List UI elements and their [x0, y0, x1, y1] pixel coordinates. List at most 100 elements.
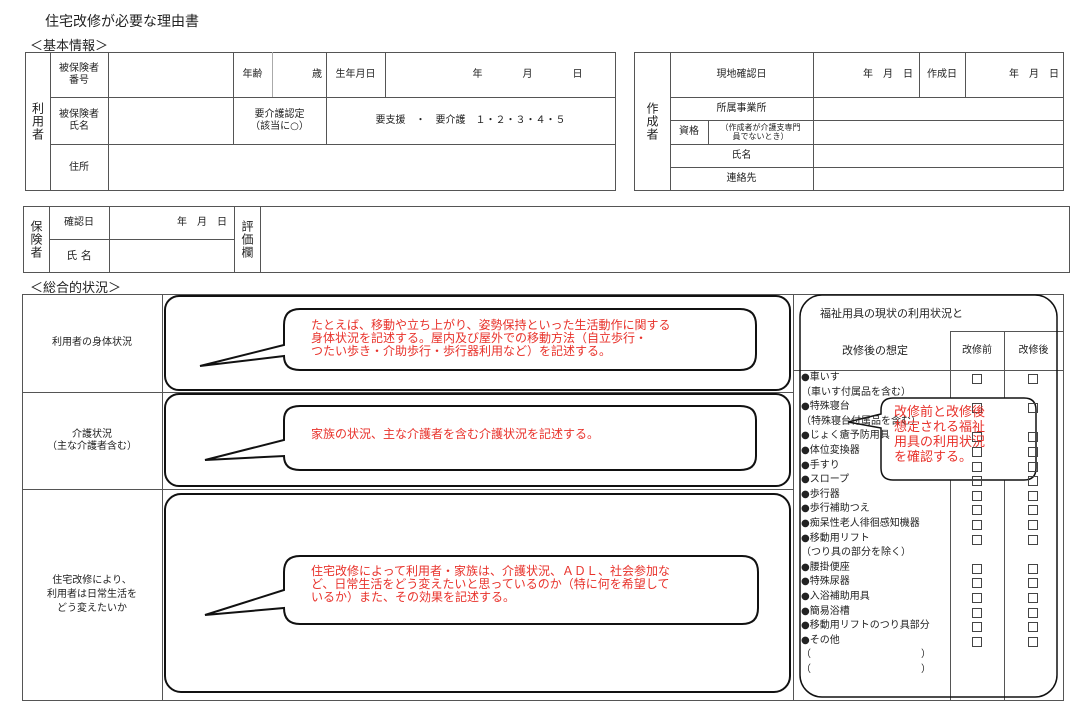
after-checkbox[interactable] — [1028, 520, 1038, 530]
address-label: 住所 — [69, 161, 89, 173]
after-checkbox[interactable] — [1028, 578, 1038, 589]
equipment-item-label: （特殊寝台付属品を含む） — [801, 415, 921, 427]
physical-callout-text: たとえば、移動や立ち上がり、姿勢保持といった生活動作に関する 身体状況を記述する… — [311, 318, 671, 358]
goals-input-frame — [164, 493, 791, 693]
equipment-subheading: 改修後の想定 — [842, 343, 908, 357]
overall-heading: ＜総合的状況＞ — [30, 281, 122, 296]
office-label: 所属事業所 — [716, 102, 767, 114]
author-table — [634, 52, 1064, 191]
equipment-item-label: ●手すり — [801, 459, 840, 471]
after-checkbox[interactable] — [1028, 490, 1038, 501]
equipment-item-label: ●歩行器 — [801, 488, 840, 500]
after-checkbox[interactable] — [1028, 534, 1038, 545]
equipment-callout-bubble — [847, 397, 1037, 481]
care-input-frame — [164, 393, 791, 487]
goals-callout-bubble — [204, 555, 759, 625]
after-checkbox[interactable] — [1028, 636, 1038, 647]
contact-label: 連絡先 — [726, 173, 757, 184]
age-label: 年齢 — [242, 68, 263, 80]
before-checkbox[interactable] — [972, 476, 982, 487]
physical-input-frame — [164, 295, 791, 391]
equipment-item-label: ●入浴補助用具 — [801, 591, 870, 602]
row-label-goals: 住宅改修により、 利用者は日常生活を どう変えたいか — [47, 575, 137, 614]
check-date-field[interactable]: 年 月 日 — [177, 216, 227, 228]
col-after-header: 改修後 — [1018, 344, 1049, 356]
care-callout-bubble — [204, 405, 757, 471]
before-checkbox[interactable] — [972, 622, 982, 633]
after-checkbox[interactable] — [1028, 622, 1038, 633]
before-checkbox[interactable] — [972, 447, 982, 457]
after-checkbox[interactable] — [1028, 461, 1038, 472]
equipment-item-label: ●特殊尿器 — [801, 576, 850, 588]
qualification-label: 資格 — [679, 126, 699, 137]
equipment-item-label: （ ） — [801, 649, 931, 661]
equipment-item-label: ●移動用リフトのつり具部分 — [801, 620, 930, 632]
insurer-table — [23, 206, 1070, 273]
equipment-item-label: ●歩行補助つえ — [801, 503, 870, 515]
author-name-label: 氏名 — [731, 149, 752, 161]
equipment-callout-text: 改修前と改修後 想定される福祉 用具の利用状況 を確認する。 — [894, 405, 986, 465]
before-checkbox[interactable] — [972, 520, 982, 530]
before-checkbox[interactable] — [972, 461, 982, 472]
before-checkbox[interactable] — [972, 505, 982, 516]
row-label-care: 介護状況 （主な介護者含む） — [47, 428, 137, 452]
before-checkbox[interactable] — [972, 563, 982, 574]
after-checkbox[interactable] — [1028, 476, 1038, 487]
col-before-header: 改修前 — [962, 344, 992, 356]
after-checkbox[interactable] — [1028, 607, 1038, 618]
equipment-item-label: ●移動用リフト — [801, 532, 870, 544]
before-checkbox[interactable] — [972, 432, 982, 443]
check-date-label: 確認日 — [64, 216, 94, 228]
care-level-options[interactable]: 要支援 ・ 要介護 １・２・３・４・５ — [375, 114, 566, 126]
created-date-field[interactable]: 年 月 日 — [1009, 68, 1059, 80]
birthdate-label: 生年月日 — [335, 68, 376, 80]
physical-callout-bubble — [199, 308, 757, 371]
equipment-heading: 福祉用具の現状の利用状況と — [820, 307, 963, 320]
before-checkbox[interactable] — [972, 578, 982, 589]
after-checkbox[interactable] — [1028, 374, 1038, 384]
insurer-section-label: 保険者 — [29, 220, 43, 259]
care-callout-text: 家族の状況、主な介護者を含む介護状況を記述する。 — [311, 427, 600, 441]
equipment-item-label: ●スロープ — [801, 474, 850, 486]
created-date-label: 作成日 — [927, 68, 957, 80]
birthdate-field[interactable]: 年 月 日 — [472, 68, 583, 80]
equipment-item-label: ●腰掛便座 — [801, 561, 850, 573]
after-checkbox[interactable] — [1028, 447, 1038, 457]
equipment-frame — [799, 294, 1058, 698]
qualification-note: （作成者が介護支専門 員でないとき） — [720, 123, 801, 141]
before-checkbox[interactable] — [972, 403, 982, 414]
user-section-label: 利用者 — [30, 102, 45, 141]
care-level-label: 要介護認定 （該当に○） — [250, 108, 309, 132]
after-checkbox[interactable] — [1028, 563, 1038, 574]
age-field[interactable]: 歳 — [312, 68, 322, 80]
equipment-item-label: （ ） — [801, 664, 931, 675]
equipment-item-label: （つり具の部分を除く） — [801, 547, 911, 559]
equipment-item-label: ●特殊寝台 — [801, 401, 850, 413]
row-label-physical: 利用者の身体状況 — [52, 337, 132, 348]
basic-info-heading: ＜基本情報＞ — [30, 39, 109, 54]
before-checkbox[interactable] — [972, 636, 982, 647]
after-checkbox[interactable] — [1028, 593, 1038, 603]
after-checkbox[interactable] — [1028, 403, 1038, 414]
user-table — [25, 52, 616, 191]
evaluation-label: 評価欄 — [240, 220, 254, 259]
before-checkbox[interactable] — [972, 607, 982, 618]
site-check-date-field[interactable]: 年 月 日 — [863, 68, 913, 80]
goals-callout-text: 住宅改修によって利用者・家族は、介護状況、ＡＤＬ、社会参加な ど、日常生活をどう… — [311, 564, 671, 604]
equipment-item-label: ●その他 — [801, 634, 840, 646]
before-checkbox[interactable] — [972, 534, 982, 545]
author-section-label: 作成者 — [645, 102, 659, 141]
insurer-name-label: 氏 名 — [66, 249, 92, 262]
before-checkbox[interactable] — [972, 374, 982, 384]
equipment-item-label: （車いす付属品を含む） — [801, 386, 911, 398]
overall-table — [22, 294, 1064, 701]
equipment-item-label: ●簡易浴槽 — [801, 605, 850, 617]
after-checkbox[interactable] — [1028, 432, 1038, 443]
equipment-item-label: ●体位変換器 — [801, 445, 860, 456]
equipment-item-label: ●痴呆性老人徘徊感知機器 — [801, 518, 920, 529]
before-checkbox[interactable] — [972, 490, 982, 501]
after-checkbox[interactable] — [1028, 505, 1038, 516]
before-checkbox[interactable] — [972, 593, 982, 603]
